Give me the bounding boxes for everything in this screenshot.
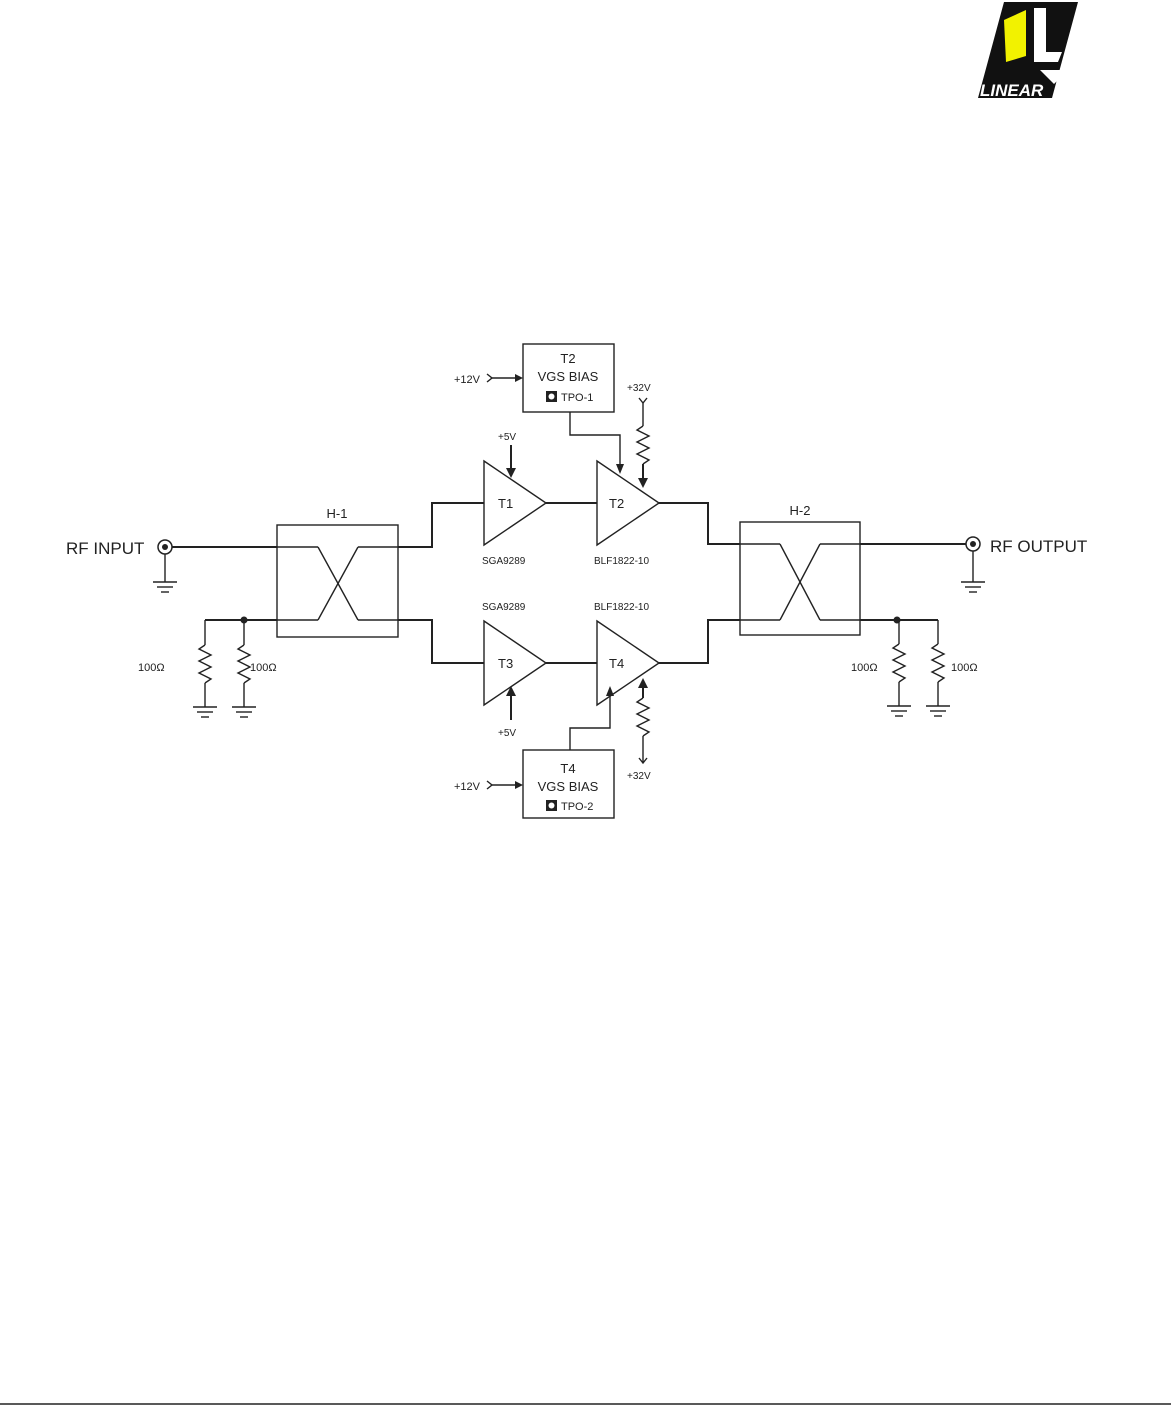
rf-output-label: RF OUTPUT bbox=[990, 537, 1087, 556]
supply-5v-label: +5V bbox=[498, 728, 516, 739]
amplifier-t3-label: T3 bbox=[498, 656, 513, 671]
hybrid-h1-label: H-1 bbox=[327, 506, 348, 521]
bias-t4-title: T4 bbox=[560, 761, 575, 776]
amplifier-t2-label: T2 bbox=[609, 496, 624, 511]
supply-12v-label: +12V bbox=[454, 781, 481, 793]
resistor-value-label: 100Ω bbox=[250, 662, 277, 674]
part-t2-label: BLF1822-10 bbox=[594, 556, 649, 567]
ground-symbol bbox=[153, 582, 177, 592]
bias-t2-subtitle: VGS BIAS bbox=[538, 369, 599, 384]
resistor-value-label: 100Ω bbox=[851, 662, 878, 674]
rf-input-connector bbox=[158, 540, 172, 554]
ground-symbol bbox=[926, 706, 950, 716]
resistor bbox=[932, 644, 944, 682]
amplifier-t4 bbox=[597, 621, 659, 705]
amplifier-t1-label: T1 bbox=[498, 496, 513, 511]
supply-12v-label: +12V bbox=[454, 374, 481, 386]
amplifier-t3 bbox=[484, 621, 546, 705]
rf-input-label: RF INPUT bbox=[66, 539, 144, 558]
ground-symbol bbox=[887, 706, 911, 716]
amplifier-t4-label: T4 bbox=[609, 656, 624, 671]
vgs-bias-box-t4: T4 VGS BIAS TPO-2 bbox=[523, 750, 614, 818]
logo-text: LINEAR bbox=[980, 81, 1044, 100]
rf-output-connector bbox=[966, 537, 980, 551]
ground-symbol bbox=[961, 582, 985, 592]
ground-symbol bbox=[232, 707, 256, 717]
supply-32v-label: +32V bbox=[627, 383, 651, 394]
linear-logo: LINEAR bbox=[978, 2, 1078, 100]
amplifier-t1 bbox=[484, 461, 546, 545]
resistor-value-label: 100Ω bbox=[138, 662, 165, 674]
vgs-bias-box-t2: T2 VGS BIAS TPO-1 bbox=[523, 344, 614, 412]
resistor bbox=[199, 645, 211, 683]
resistor bbox=[893, 644, 905, 682]
resistor bbox=[637, 426, 649, 464]
part-t4-label: BLF1822-10 bbox=[594, 602, 649, 613]
supply-5v-label: +5V bbox=[498, 432, 516, 443]
bias-t4-subtitle: VGS BIAS bbox=[538, 779, 599, 794]
part-t1-label: SGA9289 bbox=[482, 556, 526, 567]
resistor-value-label: 100Ω bbox=[951, 662, 978, 674]
ground-symbol bbox=[193, 707, 217, 717]
bias-t2-testpoint: TPO-1 bbox=[561, 392, 593, 404]
resistor bbox=[637, 698, 649, 736]
supply-32v-label: +32V bbox=[627, 771, 651, 782]
hybrid-h2 bbox=[740, 522, 860, 635]
hybrid-h2-label: H-2 bbox=[790, 503, 811, 518]
resistor bbox=[238, 645, 250, 683]
amplifier-t2 bbox=[597, 461, 659, 545]
hybrid-h1 bbox=[277, 525, 398, 637]
bias-t2-title: T2 bbox=[560, 351, 575, 366]
part-t3-label: SGA9289 bbox=[482, 602, 526, 613]
bias-t4-testpoint: TPO-2 bbox=[561, 801, 593, 813]
